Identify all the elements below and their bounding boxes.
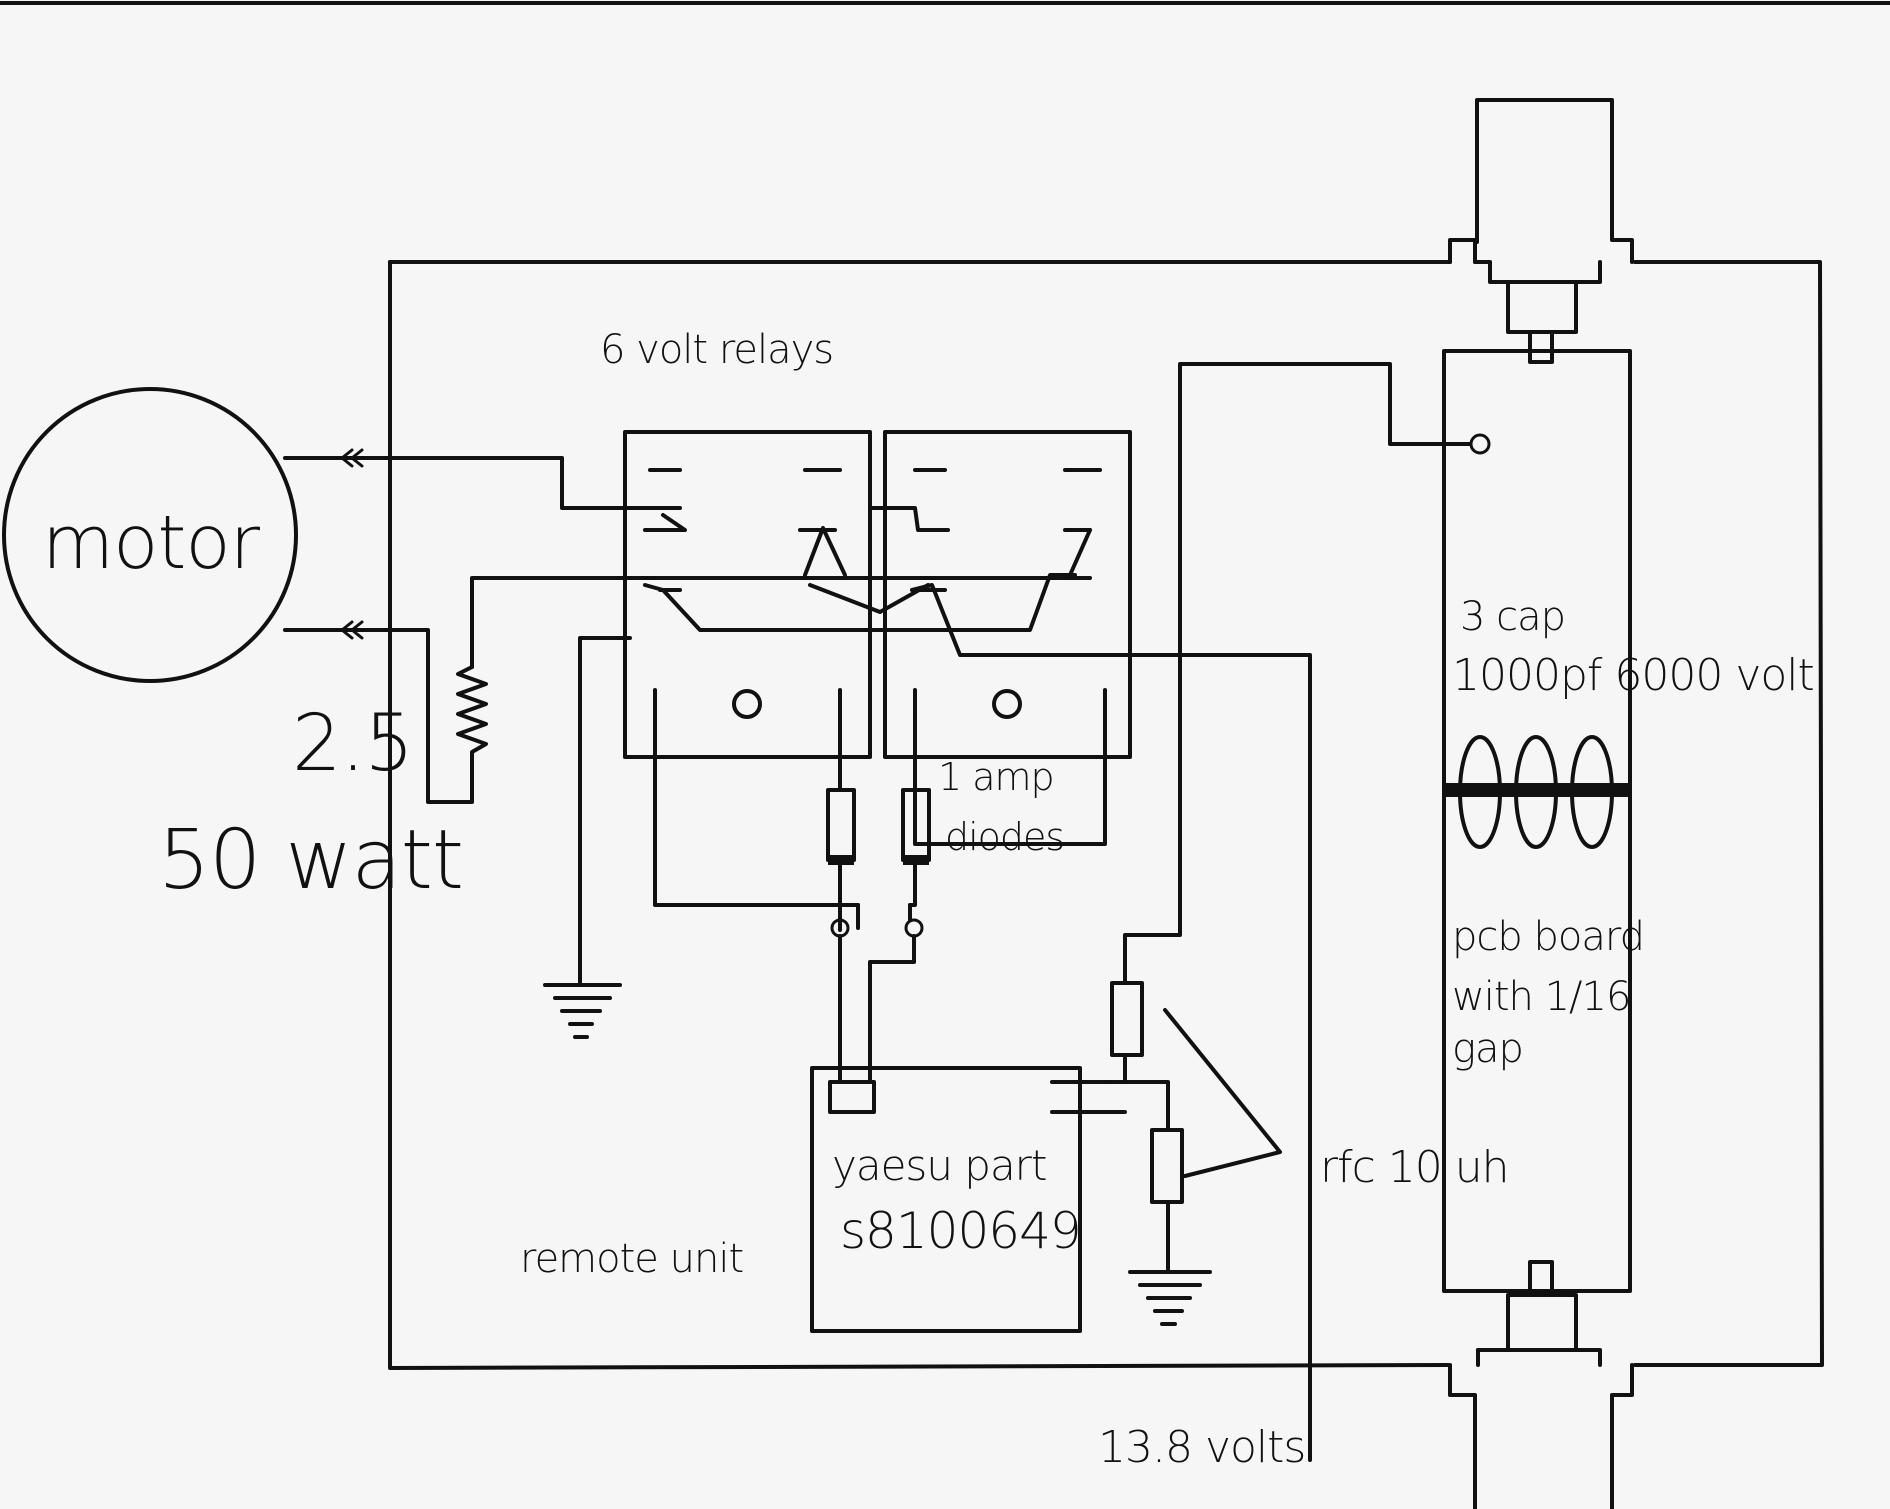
yaesu-label-line2: s8100649: [840, 1202, 1081, 1260]
diodes-label-line2: diodes: [945, 815, 1064, 859]
pcb-label-line1: pcb board: [1452, 914, 1644, 960]
relays-label: 6 volt relays: [600, 327, 833, 373]
motor-label: motor: [42, 500, 261, 586]
capacitor-bank: [1444, 735, 1630, 849]
remote-unit-label: remote unit: [520, 1236, 743, 1282]
rfc-resistor-lower: [1150, 1128, 1184, 1274]
capacitor-label-line2: 1000pf 6000 volt: [1452, 650, 1814, 701]
yaesu-label-line1: yaesu part: [832, 1141, 1046, 1190]
resistor-zigzag: [456, 665, 488, 769]
bottom-connector: [1448, 1260, 1634, 1509]
yaesu-part-box: [810, 1066, 1112, 1333]
rfc-resistor-upper: [1110, 362, 1472, 1057]
rfc-pointer: [1163, 1008, 1282, 1178]
capacitor-label-line1: 3 cap: [1460, 594, 1565, 640]
pcb-label-line3: gap: [1452, 1026, 1523, 1072]
output-terminal: [1469, 433, 1491, 455]
motor-connector-bottom: [283, 620, 474, 804]
diode-1: [826, 718, 860, 907]
resistor-wattage: 50 watt: [158, 813, 463, 908]
motor-connector-top: [283, 448, 632, 510]
pcb-label-line2: with 1/16: [1452, 974, 1630, 1020]
top-connector: [1448, 98, 1634, 364]
motor-symbol: [2, 387, 298, 683]
resistor-value: 2.5: [292, 699, 413, 789]
rfc-label: rfc 10 uh: [1320, 1142, 1509, 1193]
supply-voltage-label: 13.8 volts: [1098, 1422, 1305, 1473]
relay-2: [808, 430, 1312, 1462]
relay-1: [623, 430, 1077, 759]
ground-symbol-left: [543, 983, 622, 1039]
diodes-label-line1: 1 amp: [938, 755, 1054, 799]
ground-symbol-right: [1128, 1270, 1212, 1326]
